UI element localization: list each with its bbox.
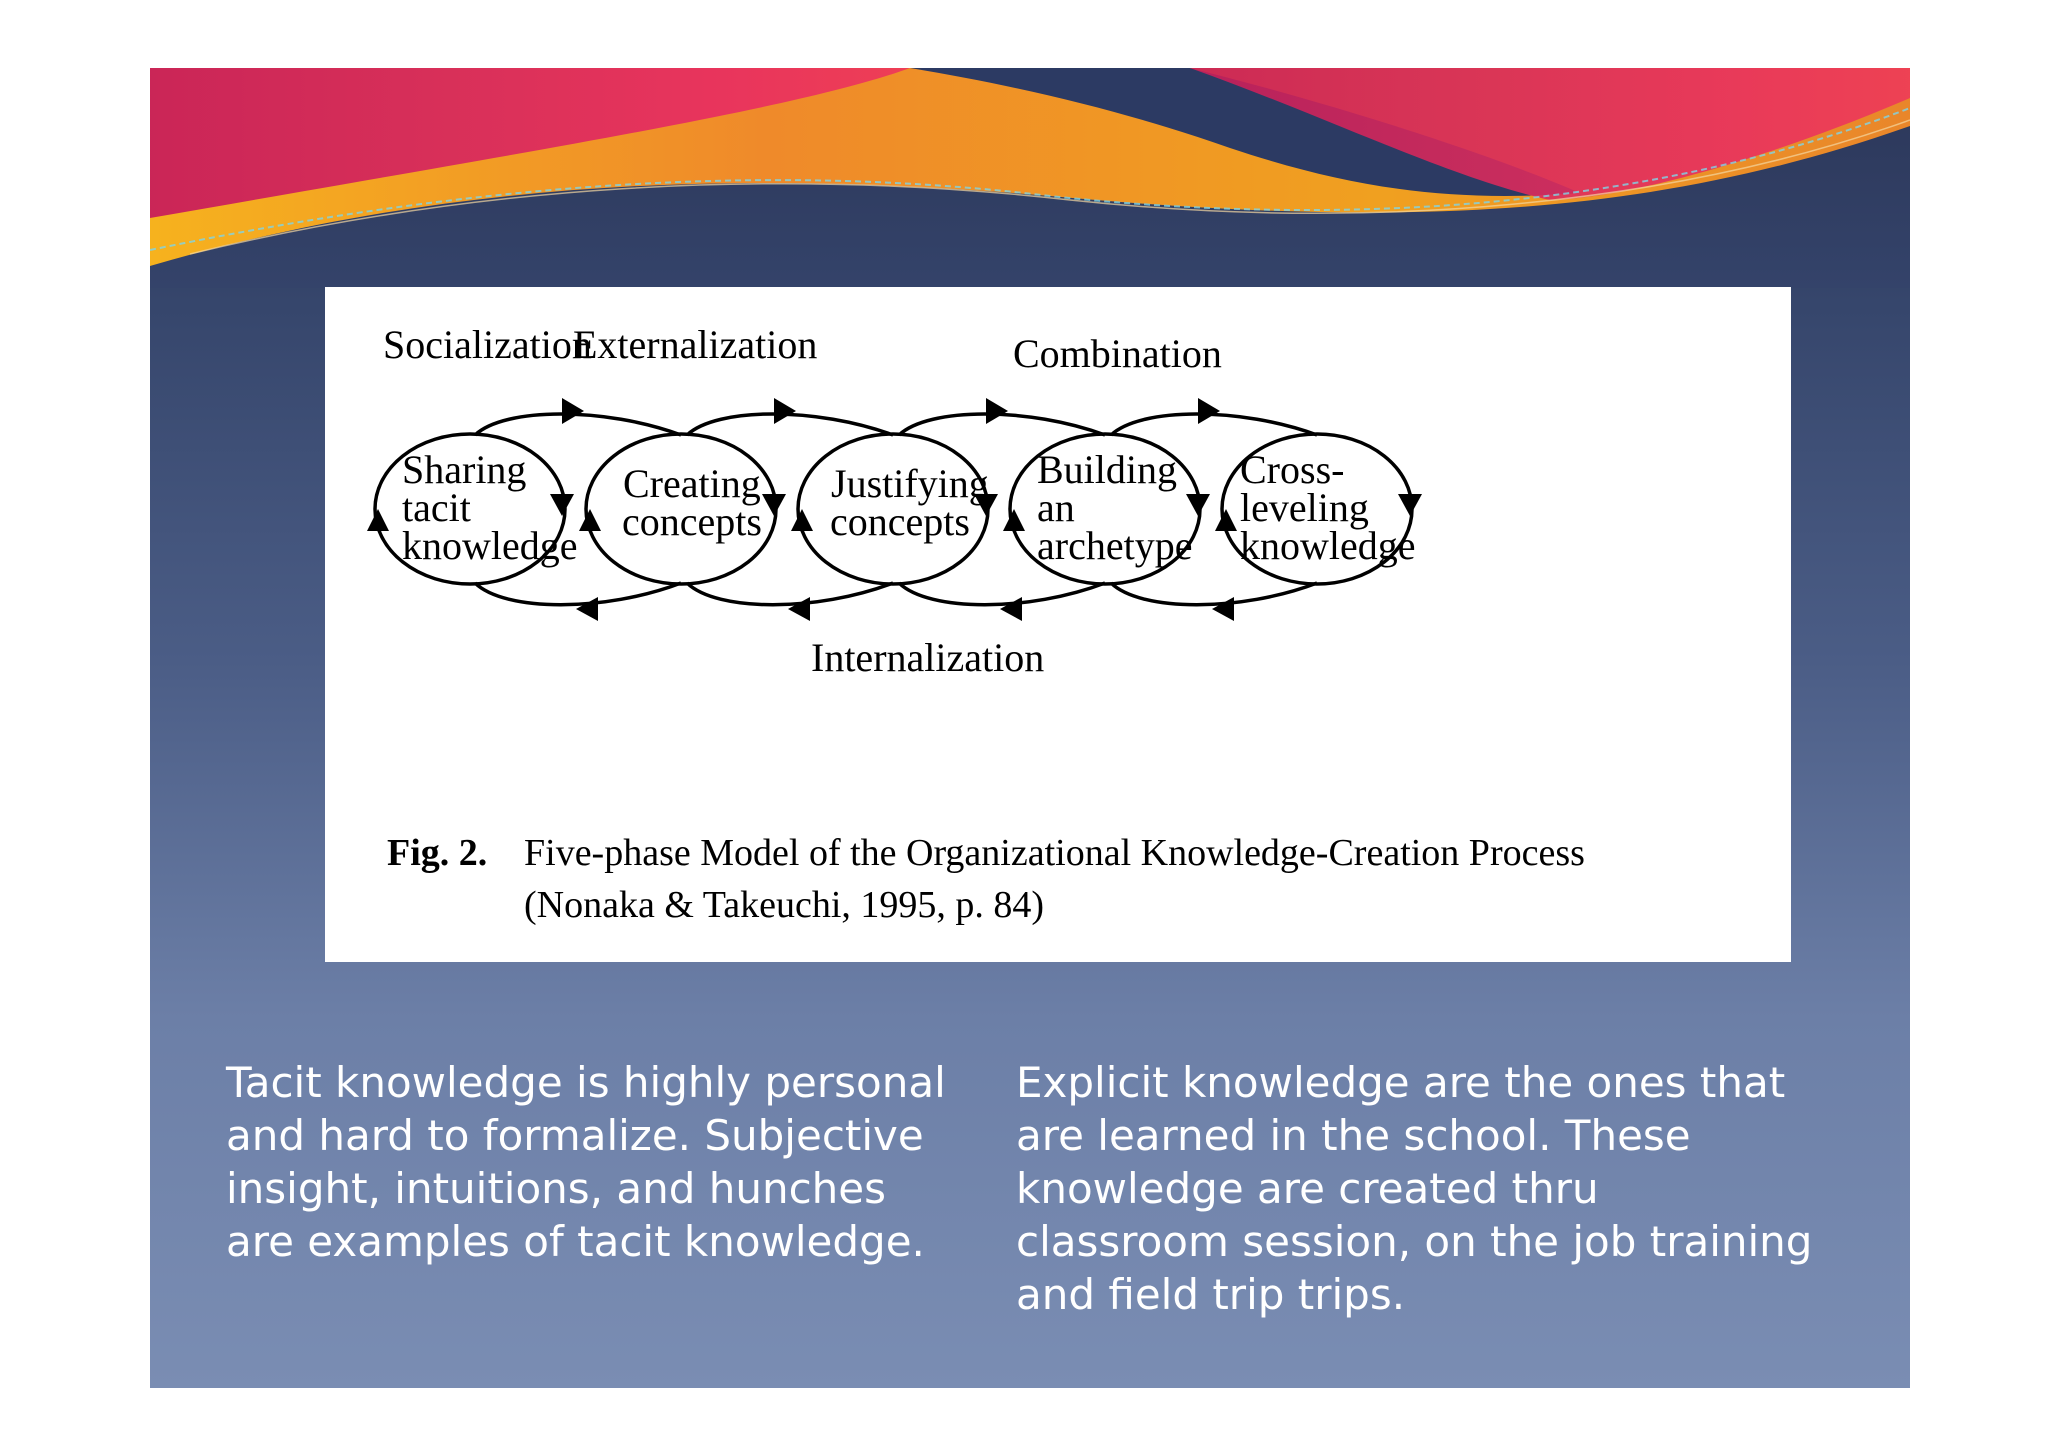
ellipse-3-arrow-down xyxy=(974,494,998,516)
tacit-knowledge-paragraph: Tacit knowledge is highly personal and h… xyxy=(226,1058,946,1266)
bottom-arrow-3 xyxy=(1000,597,1022,621)
node-label-building-an-archetype: Building an archetype xyxy=(1037,447,1192,568)
phase-label-internalization: Internalization xyxy=(811,635,1044,680)
bottom-arc-4 xyxy=(1109,581,1318,607)
node-label-cross-leveling-knowledge: Cross- leveling knowledge xyxy=(1240,447,1416,568)
bottom-arc-2 xyxy=(685,581,894,607)
bottom-arrow-1 xyxy=(576,597,598,621)
ellipse-1-arrow-up xyxy=(367,509,389,531)
ellipse-3-arrow-up xyxy=(791,509,813,531)
ellipse-2-arrow-up xyxy=(579,509,601,531)
ellipse-2-arrow-down xyxy=(762,494,786,516)
phase-label-socialization: Socialization xyxy=(383,322,592,367)
ellipse-1-arrow-down xyxy=(550,494,574,516)
ellipse-5-arrow-up xyxy=(1215,509,1237,531)
figure-caption-line2: (Nonaka & Takeuchi, 1995, p. 84) xyxy=(524,884,1045,926)
knowledge-creation-diagram: Socialization Externalization Combinatio… xyxy=(367,322,1422,680)
top-arc-1 xyxy=(473,412,682,437)
explicit-knowledge-paragraph: Explicit knowledge are the ones that are… xyxy=(1016,1058,1813,1319)
ellipse-4-arrow-up xyxy=(1003,509,1025,531)
top-arrow-2 xyxy=(774,398,796,424)
bottom-arc-1 xyxy=(473,581,682,607)
figure-number: Fig. 2. xyxy=(387,832,488,874)
top-arc-4 xyxy=(1109,412,1318,437)
top-arc-3 xyxy=(897,412,1106,437)
top-arc-2 xyxy=(685,412,894,437)
node-label-sharing-tacit-knowledge: Sharing tacit knowledge xyxy=(402,447,578,568)
top-arrow-1 xyxy=(562,398,584,424)
figure-caption: Fig. 2. Five-phase Model of the Organizat… xyxy=(387,827,1585,931)
phase-label-externalization: Externalization xyxy=(573,322,817,367)
figure-panel: Socialization Externalization Combinatio… xyxy=(325,287,1791,962)
slide: Socialization Externalization Combinatio… xyxy=(150,68,1910,1388)
bottom-arrow-2 xyxy=(788,597,810,621)
node-label-justifying-concepts: Justifying concepts xyxy=(830,461,999,544)
top-arrow-4 xyxy=(1198,398,1220,424)
top-arrow-3 xyxy=(986,398,1008,424)
bottom-arrow-4 xyxy=(1212,597,1234,621)
bottom-arc-3 xyxy=(897,581,1106,607)
phase-label-combination: Combination xyxy=(1013,331,1222,376)
slide-banner-swoosh xyxy=(150,68,1910,288)
node-label-creating-concepts: Creating concepts xyxy=(622,461,771,544)
figure-caption-line1: Five-phase Model of the Organizational K… xyxy=(524,832,1585,874)
ellipse-4-arrow-down xyxy=(1186,494,1210,516)
ellipse-5-arrow-down xyxy=(1398,494,1422,516)
